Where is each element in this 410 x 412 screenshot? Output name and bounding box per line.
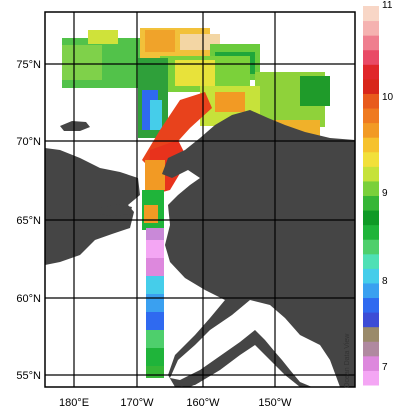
colorbar-segment <box>363 370 379 386</box>
lon-label: 170°W <box>120 397 154 409</box>
lat-label: 55°N <box>16 370 41 382</box>
colorbar-tick-label: 9 <box>382 188 388 199</box>
graticule <box>45 12 355 387</box>
lat-label: 75°N <box>16 59 41 71</box>
data-patch <box>144 205 158 223</box>
data-patch <box>146 294 164 312</box>
colorbar-segment <box>363 49 379 65</box>
data-patch <box>145 160 165 190</box>
data-patch <box>146 330 164 348</box>
lon-label: 180°E <box>59 397 89 409</box>
data-patch <box>150 100 162 130</box>
colorbar-segment <box>363 268 379 284</box>
colorbar-segment <box>363 312 379 328</box>
lat-label: 60°N <box>16 293 41 305</box>
colorbar-segment <box>363 239 379 255</box>
colorbar-segment <box>363 180 379 196</box>
colorbar-segment <box>363 224 379 240</box>
data-patch <box>146 366 164 378</box>
colorbar-segment <box>363 282 379 299</box>
map-frame <box>44 11 356 388</box>
colorbar-segment <box>363 253 379 269</box>
data-patch <box>146 276 164 294</box>
colorbar-segment <box>363 108 379 124</box>
lon-label: 160°W <box>186 397 220 409</box>
colorbar-segment <box>363 64 379 80</box>
colorbar-segment <box>363 355 379 371</box>
colorbar-segment <box>363 166 379 182</box>
data-patch <box>145 30 175 52</box>
data-patch <box>146 312 164 330</box>
colorbar-segment <box>363 78 379 94</box>
colorbar-segment <box>363 326 379 342</box>
st-lawrence-island <box>100 204 132 216</box>
data-patch <box>146 228 164 240</box>
siberia-land <box>45 148 140 265</box>
aleutian-islands <box>178 378 200 387</box>
colorbar-segment <box>363 35 379 51</box>
colorbar-tick-label: 8 <box>382 276 388 287</box>
wrangel-island <box>60 121 90 131</box>
data-patch <box>146 348 164 366</box>
colorbar-tick-label: 10 <box>382 92 394 103</box>
colorbar-segment <box>363 20 379 36</box>
colorbar-segment <box>363 151 379 167</box>
data-patch <box>146 258 164 276</box>
longitude-axis: 180°E 170°W 160°W 150°W <box>59 397 292 409</box>
colorbar-ticks: 11 10 9 8 7 <box>382 0 394 373</box>
colorbar-tick-label: 7 <box>382 362 388 373</box>
colorbar-tick-label: 11 <box>382 0 393 11</box>
map-plot-area <box>45 12 355 387</box>
colorbar-segment <box>363 6 379 22</box>
lat-label: 70°N <box>16 136 41 148</box>
colorbar-segment <box>363 93 379 109</box>
colorbar-segment <box>363 122 379 138</box>
data-patch <box>215 92 245 112</box>
data-patch <box>300 76 330 106</box>
colorbar-segment <box>363 297 379 313</box>
lon-label: 150°W <box>258 397 292 409</box>
colorbar <box>363 6 379 386</box>
data-patch <box>88 30 118 44</box>
land-layer <box>45 110 355 387</box>
colorbar-segment <box>363 210 379 226</box>
alaska-land <box>162 110 355 387</box>
colorbar-segment <box>363 195 379 211</box>
data-patch <box>146 240 164 258</box>
colorbar-segment <box>363 137 379 153</box>
lat-label: 65°N <box>16 215 41 227</box>
colorbar-segment <box>363 341 379 357</box>
credit-text: Ocean Data View <box>344 333 351 388</box>
data-patch <box>62 45 102 80</box>
latitude-axis: 75°N 70°N 65°N 60°N 55°N <box>16 59 41 382</box>
